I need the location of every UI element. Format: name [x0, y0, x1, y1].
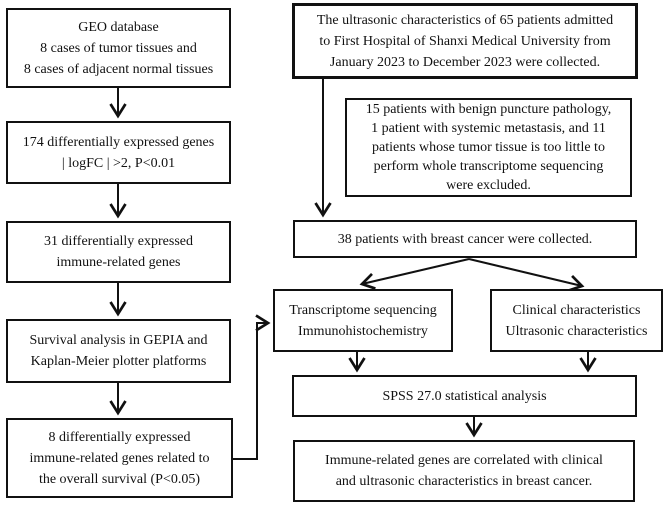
breast-cancer-patients-box: 38 patients with breast cancer were coll… [293, 220, 637, 258]
connector-overall-to-transcriptome-icon [233, 314, 271, 460]
spss-analysis-box: SPSS 27.0 statistical analysis [292, 375, 637, 417]
geo-database-box: GEO database 8 cases of tumor tissues an… [6, 8, 231, 88]
differentially-expressed-genes-box: 174 differentially expressed genes | log… [6, 121, 231, 184]
survival-analysis-box: Survival analysis in GEPIA and Kaplan-Me… [6, 319, 231, 383]
arrow-diagonal-breast-to-clinical-icon [468, 258, 585, 292]
patients-excluded-box: 15 patients with benign puncture patholo… [345, 98, 632, 197]
conclusion-box: Immune-related genes are correlated with… [293, 440, 635, 502]
patients-collected-box: The ultrasonic characteristics of 65 pat… [292, 3, 638, 79]
arrow-diagonal-breast-to-transcriptome-icon [359, 258, 470, 290]
transcriptome-sequencing-box: Transcriptome sequencing Immunohistochem… [273, 289, 453, 352]
overall-survival-genes-box: 8 differentially expressed immune-relate… [6, 418, 233, 498]
clinical-characteristics-box: Clinical characteristics Ultrasonic char… [490, 289, 663, 352]
immune-related-genes-box: 31 differentially expressed immune-relat… [6, 221, 231, 283]
